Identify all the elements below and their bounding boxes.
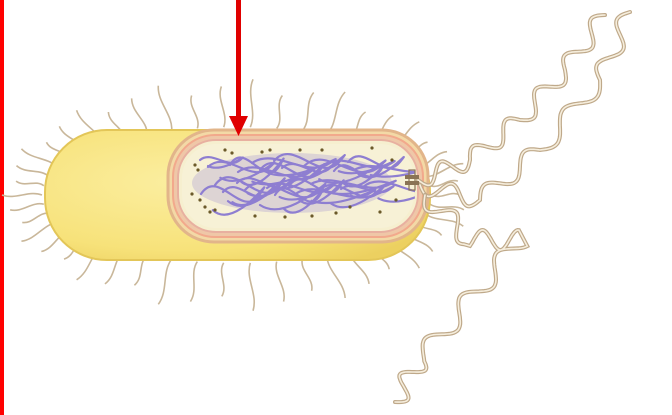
ribosome: [268, 148, 271, 151]
ribosome: [334, 211, 337, 214]
pilus: [250, 79, 253, 127]
pilus: [220, 86, 225, 127]
ribosome: [310, 214, 313, 217]
ribosome: [208, 210, 211, 213]
flagellum-upper: [418, 15, 605, 185]
ribosome: [198, 198, 201, 201]
pilus: [22, 213, 49, 222]
pilus: [327, 92, 345, 135]
ribosome: [378, 210, 381, 213]
ribosome: [190, 192, 193, 195]
ribosome: [370, 146, 373, 149]
flagellum-middle: [420, 12, 630, 206]
pilus: [158, 86, 172, 131]
pilus: [2, 194, 42, 197]
ribosome: [298, 148, 301, 151]
ribosome: [193, 163, 196, 166]
pilus: [249, 263, 254, 311]
ribosome: [260, 150, 263, 153]
ribosome: [253, 214, 256, 217]
ribosome: [320, 148, 323, 151]
pilus: [276, 262, 284, 302]
flagellum-middle: [420, 12, 630, 206]
pilus: [16, 181, 44, 186]
pointer-arrow: [229, 0, 248, 136]
pilus: [277, 96, 283, 129]
ribosome: [213, 208, 216, 211]
pilus: [327, 255, 345, 298]
pilus: [302, 259, 312, 291]
ribosome: [223, 148, 226, 151]
ribosome: [283, 215, 286, 218]
pilus: [158, 259, 171, 304]
pilus: [302, 92, 313, 130]
ribosome: [348, 205, 351, 208]
ribosome: [203, 205, 206, 208]
pilus: [16, 166, 49, 177]
ribosome: [390, 158, 393, 161]
pilus: [10, 204, 44, 211]
pilus: [190, 262, 197, 302]
ribosome: [230, 151, 233, 154]
flagellum-upper: [418, 15, 605, 185]
ribosome: [394, 198, 397, 201]
pilus: [191, 96, 198, 129]
pilus: [222, 263, 224, 297]
ribosome: [196, 168, 199, 171]
